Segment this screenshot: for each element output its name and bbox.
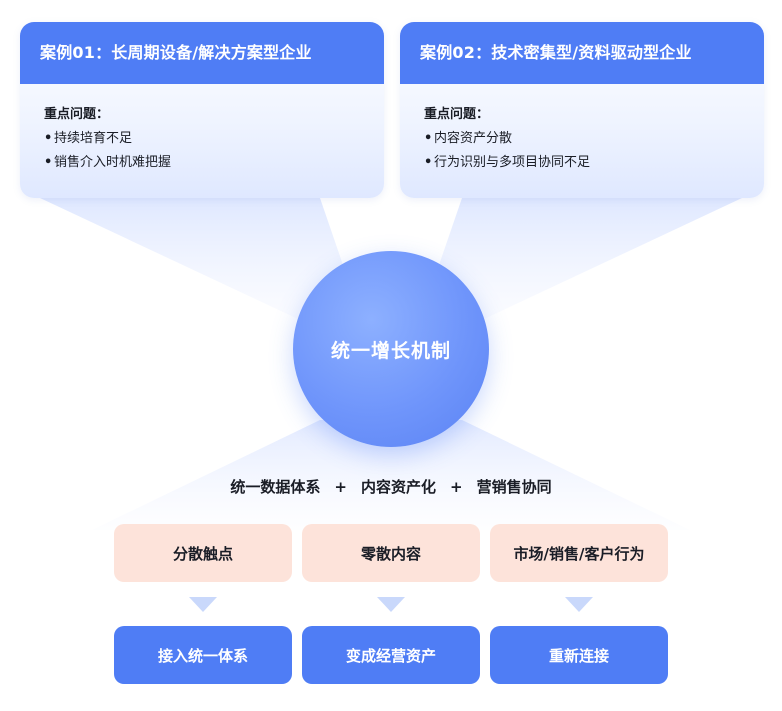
beam-right bbox=[427, 198, 742, 320]
result-box-reconnect: 重新连接 bbox=[490, 626, 668, 684]
down-arrow-icon bbox=[377, 597, 405, 612]
result-box-assets: 变成经营资产 bbox=[302, 626, 480, 684]
issues-title: 重点问题： bbox=[44, 107, 110, 122]
issue-item: •内容资产分散 bbox=[424, 131, 513, 146]
plus-sign: + bbox=[334, 478, 347, 496]
mechanism-formula: 统一数据体系 + 内容资产化 + 营销售协同 bbox=[0, 476, 782, 497]
issues-title: 重点问题： bbox=[424, 107, 490, 122]
issue-box-touchpoints: 分散触点 bbox=[114, 524, 292, 582]
issue-box-behavior: 市场/销售/客户行为 bbox=[490, 524, 668, 582]
bullet-icon: • bbox=[44, 131, 53, 146]
case-card-02: 案例02：技术密集型/资料驱动型企业 重点问题： •内容资产分散 •行为识别与多… bbox=[400, 22, 764, 198]
bullet-icon: • bbox=[44, 155, 53, 170]
beam-left bbox=[40, 198, 355, 320]
formula-part: 内容资产化 bbox=[360, 478, 436, 496]
issue-item: •持续培育不足 bbox=[44, 131, 133, 146]
case-card-01: 案例01：长周期设备/解决方案型企业 重点问题： •持续培育不足 •销售介入时机… bbox=[20, 22, 384, 198]
issue-item: •销售介入时机难把握 bbox=[44, 155, 172, 170]
beam-down bbox=[92, 420, 690, 530]
issue-item: •行为识别与多项目协同不足 bbox=[424, 155, 591, 170]
case-body: 重点问题： •内容资产分散 •行为识别与多项目协同不足 bbox=[400, 84, 764, 170]
case-title: 案例02：技术密集型/资料驱动型企业 bbox=[400, 22, 764, 84]
bullet-icon: • bbox=[424, 155, 433, 170]
core-mechanism-circle: 统一增长机制 bbox=[293, 251, 489, 447]
bullet-icon: • bbox=[424, 131, 433, 146]
formula-part: 统一数据体系 bbox=[230, 478, 321, 496]
down-arrow-icon bbox=[565, 597, 593, 612]
case-body: 重点问题： •持续培育不足 •销售介入时机难把握 bbox=[20, 84, 384, 170]
plus-sign: + bbox=[450, 478, 463, 496]
result-box-unified: 接入统一体系 bbox=[114, 626, 292, 684]
case-title: 案例01：长周期设备/解决方案型企业 bbox=[20, 22, 384, 84]
formula-part: 营销售协同 bbox=[476, 478, 552, 496]
down-arrow-icon bbox=[189, 597, 217, 612]
issue-box-content: 零散内容 bbox=[302, 524, 480, 582]
